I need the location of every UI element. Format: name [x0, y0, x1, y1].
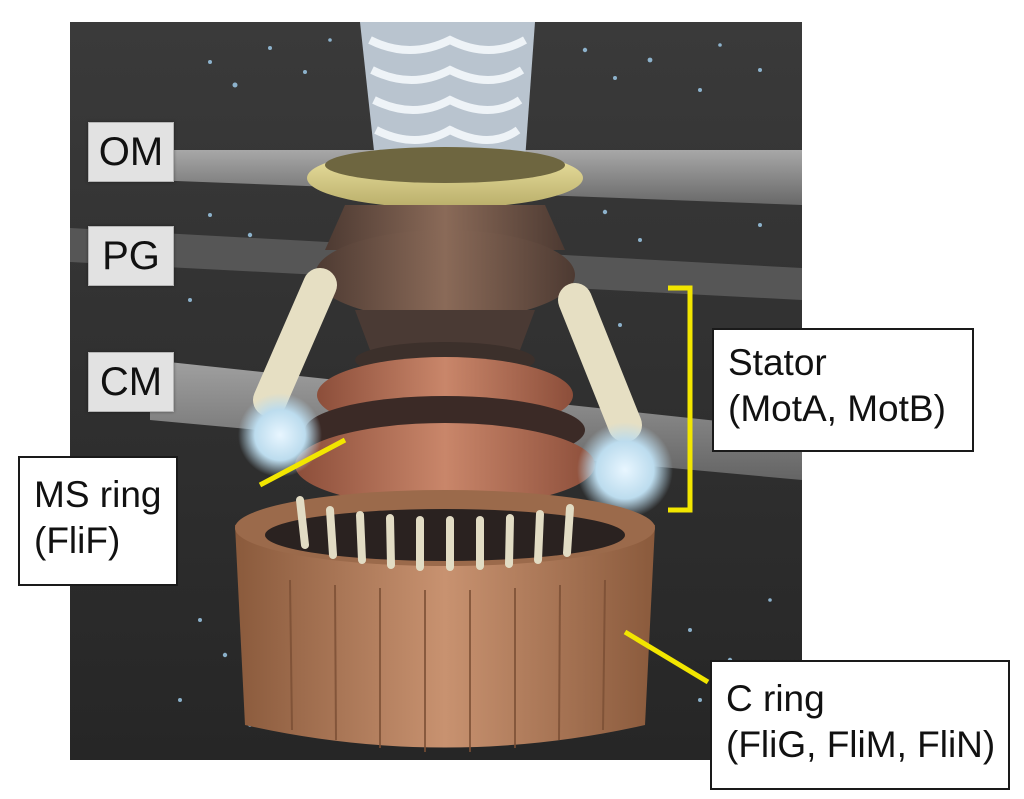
- ms-ring-title: MS ring: [34, 474, 162, 515]
- hook-filament: [360, 22, 535, 160]
- om-label: OM: [88, 122, 174, 182]
- ms-ring-callout: MS ring (FliF): [18, 456, 178, 586]
- ms-ring-leader: [258, 437, 347, 488]
- cm-label: CM: [88, 352, 174, 412]
- stator-units: [238, 268, 673, 518]
- stator-subtitle: (MotA, MotB): [728, 388, 946, 430]
- leader-lines: [258, 285, 710, 685]
- ms-ring-subtitle: (FliF): [34, 520, 121, 562]
- pg-label: PG: [88, 226, 174, 286]
- c-ring-leader: [623, 629, 710, 685]
- ms-ring: [295, 357, 595, 507]
- c-ring-subtitle: (FliG, FliM, FliN): [726, 724, 996, 766]
- stator-title: Stator: [728, 342, 827, 383]
- c-ring-title: C ring: [726, 678, 825, 719]
- c-ring: [235, 490, 655, 752]
- om-ring: [307, 147, 583, 208]
- c-ring-callout: C ring (FliG, FliM, FliN): [710, 660, 1010, 790]
- stator-bracket: [668, 285, 693, 513]
- stator-callout: Stator (MotA, MotB): [712, 328, 974, 452]
